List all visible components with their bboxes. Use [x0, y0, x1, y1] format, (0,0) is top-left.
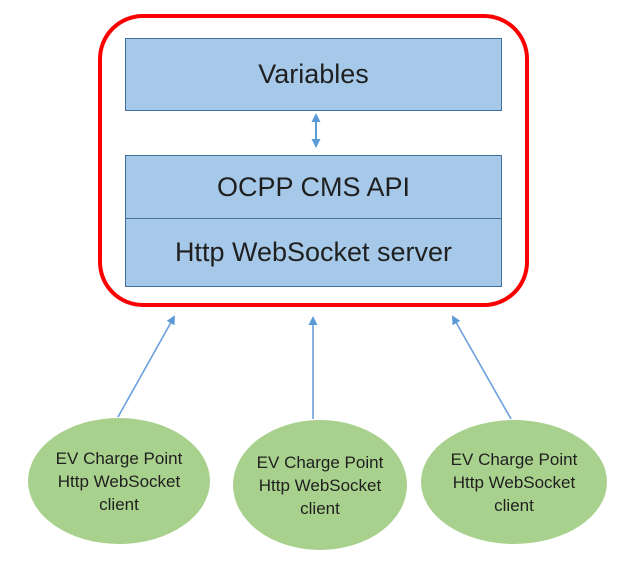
- client-connection-arrow-1: [117, 315, 175, 418]
- ev-client-ellipse-2: EV Charge Point Http WebSocket client: [233, 420, 407, 550]
- ev-client-ellipse-3: EV Charge Point Http WebSocket client: [421, 420, 607, 544]
- ev-client-label-3: EV Charge Point Http WebSocket client: [450, 449, 578, 515]
- websocket-server-box: Http WebSocket server: [125, 218, 502, 287]
- ocpp-cms-api-box: OCPP CMS API: [125, 155, 502, 219]
- client-connection-arrow-3: [452, 315, 512, 420]
- variables-box: Variables: [125, 38, 502, 111]
- ev-client-label-1: EV Charge Point Http WebSocket client: [55, 448, 183, 514]
- websocket-server-label: Http WebSocket server: [174, 237, 453, 267]
- variables-label: Variables: [258, 59, 369, 89]
- ev-client-label-2: EV Charge Point Http WebSocket client: [256, 452, 384, 518]
- ev-client-ellipse-1: EV Charge Point Http WebSocket client: [28, 418, 210, 544]
- ocpp-cms-api-label: OCPP CMS API: [216, 171, 411, 202]
- cms-server-group-container: [98, 14, 529, 307]
